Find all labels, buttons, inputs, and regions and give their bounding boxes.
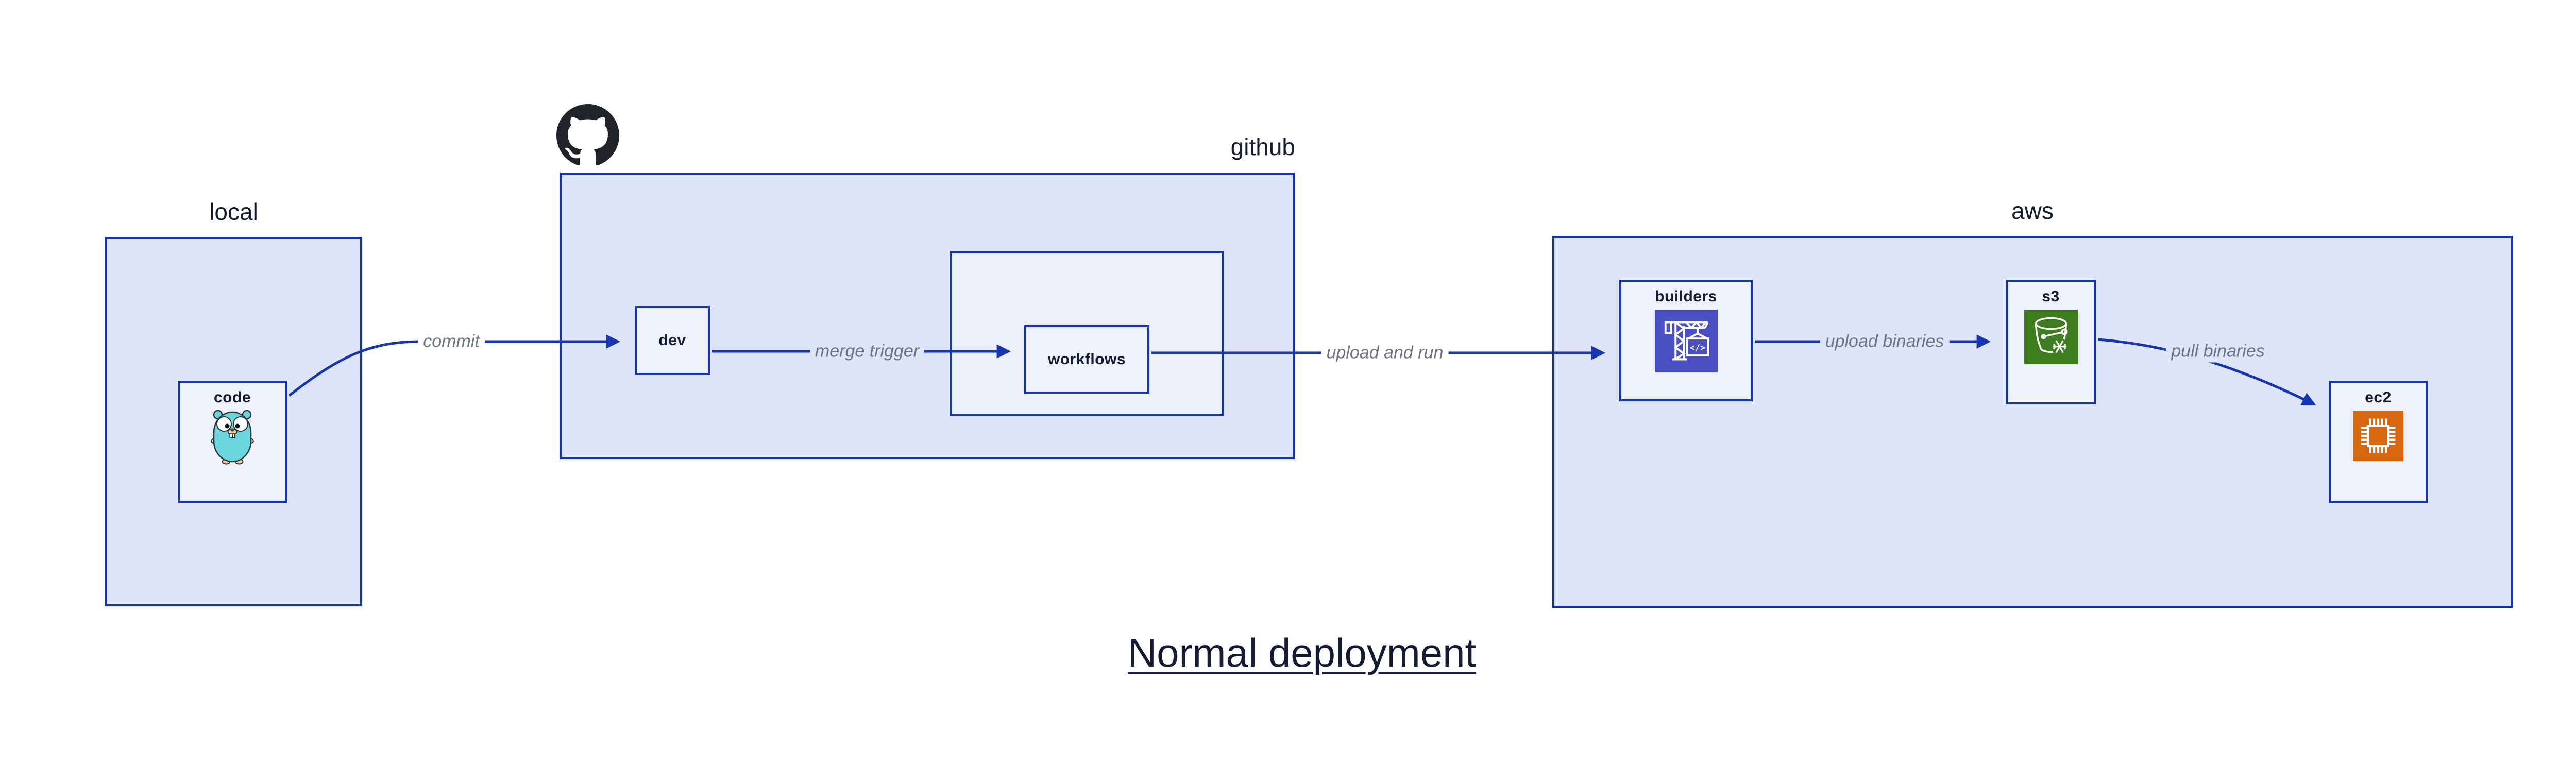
ec2-node-label: ec2 (2365, 389, 2392, 406)
workflows-node: workflows (1024, 325, 1149, 394)
builders-node-label: builders (1655, 288, 1717, 305)
builders-node: builders </> (1619, 280, 1753, 401)
merge-trigger-edge-label: merge trigger (809, 340, 925, 363)
ec2-chip-icon (2353, 411, 2403, 461)
ec2-node: ec2 (2329, 381, 2428, 503)
upload-binaries-edge-label: upload binaries (1820, 330, 1950, 353)
local-region-label: local (209, 198, 258, 225)
title-container: Normal deployment (0, 630, 2576, 676)
dev-node: dev (635, 306, 710, 375)
dev-node-label: dev (658, 332, 686, 349)
pull-binaries-edge-label: pull binaries (2166, 340, 2270, 363)
aws-region-label: aws (2011, 197, 2054, 224)
svg-text:</>: </> (1689, 343, 1705, 353)
go-gopher-icon (211, 409, 254, 465)
diagram-title: Normal deployment (1127, 630, 1477, 675)
s3-bucket-snowflake-icon (2024, 310, 2078, 364)
code-node-label: code (213, 389, 251, 406)
commit-edge-label: commit (418, 330, 485, 353)
code-node: code (178, 381, 287, 503)
s3-node: s3 (2006, 280, 2096, 404)
upload-and-run-edge-label: upload and run (1321, 342, 1449, 364)
github-octocat-icon (556, 104, 619, 165)
github-region-label: github (1230, 133, 1295, 160)
workflows-node-label: workflows (1047, 350, 1126, 368)
s3-node-label: s3 (2042, 288, 2060, 305)
codebuild-crane-icon: </> (1654, 310, 1718, 372)
